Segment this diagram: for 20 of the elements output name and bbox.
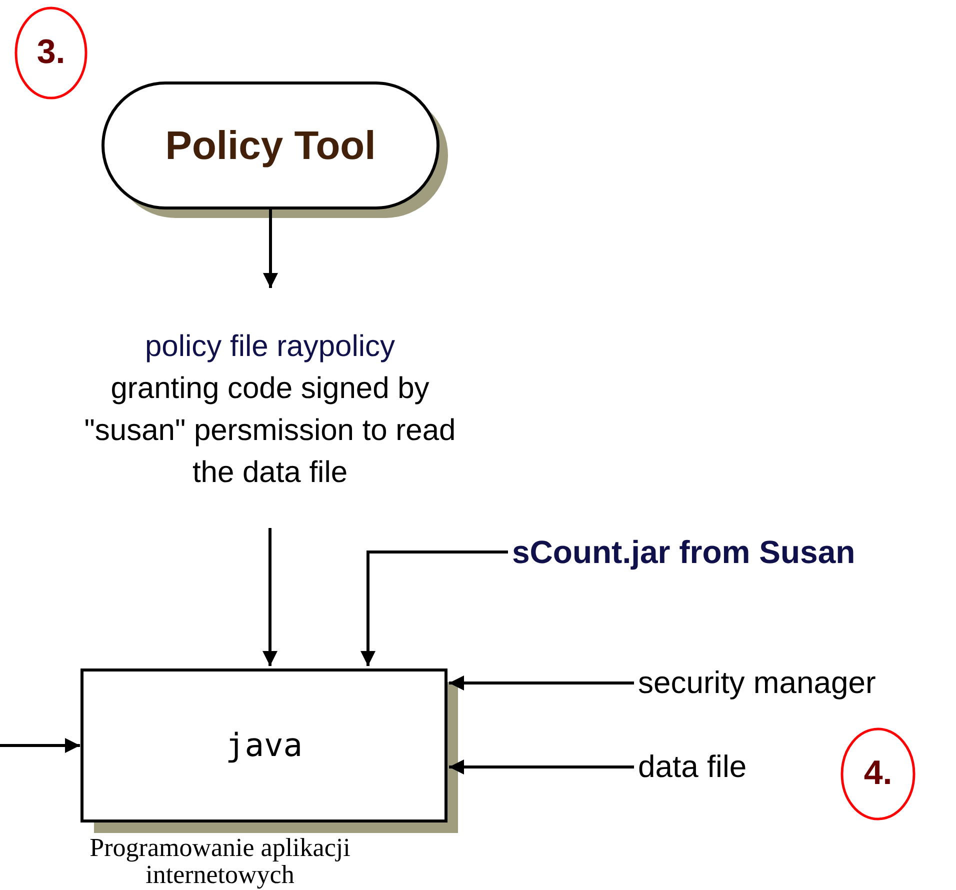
node-label: data file [638,748,747,786]
node-label: java [225,725,303,766]
file-name-text: policy file raypolicy [144,329,396,365]
arrow [449,676,634,690]
footer-text: Programowanie aplikacji internetowych [88,834,352,889]
step-number-circle [14,6,88,100]
arrow [262,528,278,666]
description-text: granting code signed by "susan" persmission to read the data file [83,371,457,491]
terminator-shape [102,82,448,218]
arrow [263,208,278,288]
process-box [80,668,458,833]
node-label: security manager [638,664,876,702]
arrow [0,738,80,753]
arrow [449,760,634,774]
arrow [360,550,508,666]
step-number: 3. [36,32,66,74]
node-label: sCount.jar from Susan [512,532,856,572]
step-number: 4. [864,753,892,794]
step-number-circle [840,728,916,820]
node-label: Policy Tool [165,122,376,170]
